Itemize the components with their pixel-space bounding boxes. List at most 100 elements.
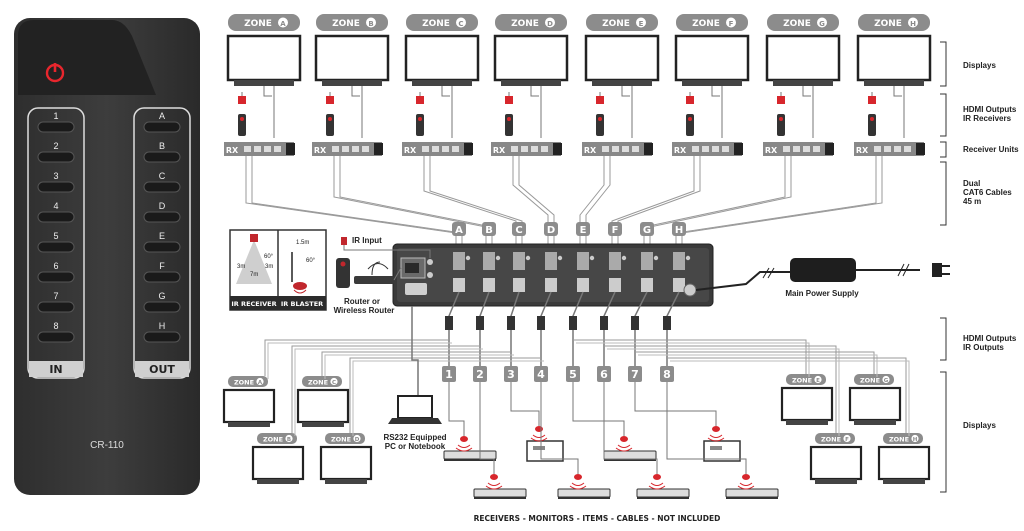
ir-blaster-icon bbox=[653, 474, 661, 480]
zone-tag-prefix: ZONE bbox=[308, 379, 328, 387]
input-number-tag bbox=[660, 366, 674, 382]
in-button-4[interactable] bbox=[37, 211, 75, 223]
out-button-H[interactable] bbox=[143, 331, 181, 343]
display-icon bbox=[493, 34, 569, 82]
out-button-C[interactable] bbox=[143, 181, 181, 193]
zone-tag-letter: B bbox=[287, 437, 291, 443]
out-button-D[interactable] bbox=[143, 211, 181, 223]
input-port bbox=[483, 278, 495, 292]
hdmi-connector bbox=[507, 316, 515, 330]
in-button-7[interactable] bbox=[37, 301, 75, 313]
hdmi-connector bbox=[631, 316, 639, 330]
ir-blaster-icon bbox=[535, 426, 543, 432]
out-label: OUT bbox=[149, 363, 175, 376]
out-button-label: E bbox=[159, 231, 165, 241]
label-displays-bottom: Displays bbox=[963, 421, 996, 430]
ir-d3m-left: 3m bbox=[237, 264, 245, 270]
remote-icon bbox=[596, 114, 604, 136]
zone-tag-letter: D bbox=[547, 20, 553, 28]
ir-deg60: 60° bbox=[264, 254, 274, 260]
power-icon[interactable] bbox=[45, 63, 65, 83]
out-button-G[interactable] bbox=[143, 301, 181, 313]
label-displays-top: Displays bbox=[963, 61, 996, 70]
laptop-screen bbox=[397, 395, 433, 419]
cat6-cable bbox=[643, 156, 786, 244]
cat6-cable bbox=[675, 156, 877, 244]
zone-tag-letter: C bbox=[332, 380, 336, 386]
remote-icon bbox=[416, 114, 424, 136]
in-button-8[interactable] bbox=[37, 331, 75, 343]
zone-tag-letter: G bbox=[884, 378, 889, 384]
zone-tag-prefix: ZONE bbox=[783, 19, 811, 29]
ir-receiver-label: IR RECEIVER bbox=[231, 300, 276, 308]
remote-icon bbox=[238, 114, 246, 136]
power-supply: Main Power Supply bbox=[695, 258, 950, 298]
ir-receiver-icon bbox=[416, 96, 424, 104]
in-button-3[interactable] bbox=[37, 181, 75, 193]
in-button-label: 4 bbox=[53, 201, 58, 211]
input-number: 2 bbox=[476, 368, 484, 381]
rx-label: RX bbox=[226, 146, 239, 155]
plug-icon bbox=[932, 263, 942, 277]
zone-tag-letter: H bbox=[913, 437, 918, 443]
hdmi-route bbox=[349, 357, 541, 433]
ir-input-icon bbox=[341, 237, 347, 245]
input-number-tag bbox=[473, 366, 487, 382]
hdmi-route bbox=[604, 345, 837, 433]
hdmi-route bbox=[635, 351, 875, 374]
in-button-6[interactable] bbox=[37, 271, 75, 283]
cat6-cable bbox=[245, 156, 457, 244]
zone-tag-prefix: ZONE bbox=[792, 377, 812, 385]
out-button-label: B bbox=[159, 141, 165, 151]
output-letter: F bbox=[612, 225, 619, 236]
ir-d15m: 1.5m bbox=[296, 240, 309, 246]
zone-tag-letter: D bbox=[355, 437, 360, 443]
ir-panel: IR RECEIVER IR BLASTER 3m 3m 7m 60° 1.5m… bbox=[229, 229, 327, 311]
in-button-2[interactable] bbox=[37, 151, 75, 163]
zone-tag-prefix: ZONE bbox=[692, 19, 720, 29]
input-number: 3 bbox=[507, 368, 515, 381]
out-button-B[interactable] bbox=[143, 151, 181, 163]
out-button-A[interactable] bbox=[143, 121, 181, 133]
bottom-zone-G: ZONE G bbox=[848, 374, 902, 425]
output-letter-tag bbox=[576, 222, 590, 236]
output-letter: A bbox=[455, 225, 463, 236]
cat6-cables bbox=[245, 156, 883, 244]
hdmi-connector bbox=[600, 316, 608, 330]
output-port bbox=[483, 252, 495, 270]
ir-receiver-icon bbox=[326, 96, 334, 104]
output-letter: E bbox=[580, 225, 587, 236]
input-number: 4 bbox=[537, 368, 545, 381]
zone-tag-prefix: ZONE bbox=[860, 377, 880, 385]
in-button-1[interactable] bbox=[37, 121, 75, 133]
in-button-label: 6 bbox=[53, 261, 58, 271]
input-number-tag bbox=[628, 366, 642, 382]
remote-icon bbox=[777, 114, 785, 136]
input-number-tag bbox=[566, 366, 580, 382]
zone-tag-prefix: ZONE bbox=[422, 19, 450, 29]
out-button-label: D bbox=[159, 201, 166, 211]
source-device bbox=[473, 420, 527, 499]
out-button-F[interactable] bbox=[143, 271, 181, 283]
source-device bbox=[634, 400, 741, 462]
out-button-label: H bbox=[159, 321, 166, 331]
rs232-port bbox=[405, 283, 427, 295]
zone-tag-prefix: ZONE bbox=[602, 19, 630, 29]
power-brick bbox=[790, 258, 856, 282]
zone-tag-letter: F bbox=[729, 20, 734, 28]
display-icon bbox=[404, 34, 480, 82]
output-port bbox=[577, 252, 589, 270]
input-port bbox=[513, 278, 525, 292]
in-button-5[interactable] bbox=[37, 241, 75, 253]
out-button-E[interactable] bbox=[143, 241, 181, 253]
label-cat6: CAT6 Cables bbox=[963, 188, 1012, 197]
ir-blaster-icon bbox=[293, 282, 307, 290]
in-button-label: 1 bbox=[53, 111, 58, 121]
rx-label: RX bbox=[765, 146, 778, 155]
power-supply-label: Main Power Supply bbox=[785, 289, 859, 298]
source-device bbox=[572, 400, 657, 461]
